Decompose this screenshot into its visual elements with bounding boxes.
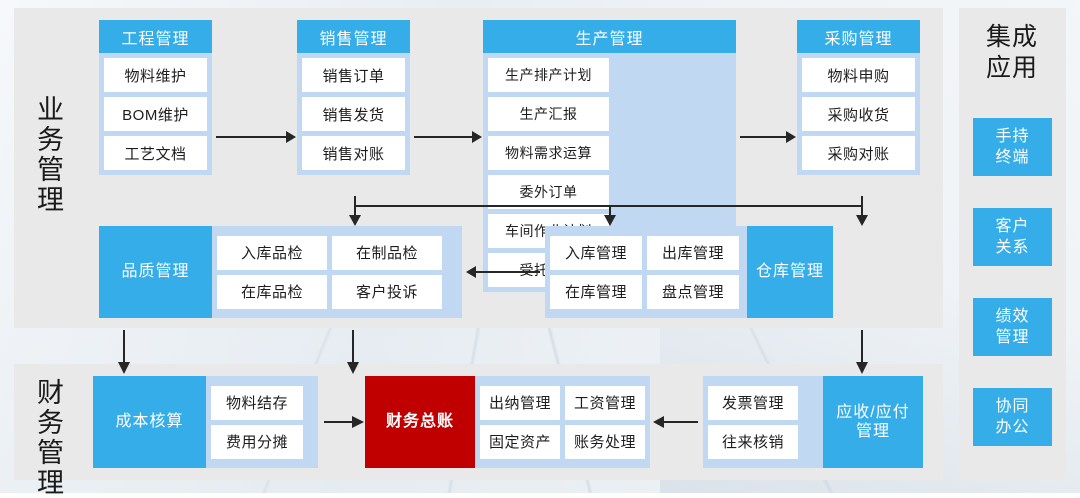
cell-production-report[interactable]: 生产汇报	[488, 97, 609, 131]
cell-inbound-management[interactable]: 入库管理	[550, 235, 642, 270]
arrow-receivable-to-general-ledger	[653, 416, 698, 428]
arrow-mid-to-general-ledger	[347, 330, 359, 374]
cell-production-schedule-plan[interactable]: 生产排产计划	[488, 58, 609, 92]
cell-customer-complaint[interactable]: 客户投诉	[332, 274, 442, 309]
cell-process-document[interactable]: 工艺文档	[104, 136, 207, 170]
module-sales-management[interactable]: 销售管理 销售订单 销售发货 销售对账	[297, 20, 410, 175]
module-label-cost-accounting: 成本核算	[93, 376, 206, 468]
cell-wip-inspection[interactable]: 在制品检	[332, 235, 442, 270]
module-quality-management[interactable]: 品质管理 入库品检 在制品检 在库品检 客户投诉	[99, 226, 462, 318]
module-body-sales: 销售订单 销售发货 销售对账	[297, 53, 410, 175]
cell-invoice-management[interactable]: 发票管理	[708, 385, 798, 420]
cell-outbound-management[interactable]: 出库管理	[647, 235, 739, 270]
cell-accounting-processing[interactable]: 账务处理	[565, 424, 645, 459]
module-general-ledger[interactable]: 财务总账 出纳管理 工资管理 固定资产 账务处理	[365, 376, 650, 468]
cell-payroll-management[interactable]: 工资管理	[565, 385, 645, 420]
cell-cashier-management[interactable]: 出纳管理	[480, 385, 560, 420]
module-cost-accounting[interactable]: 成本核算 物料结存 费用分摊	[93, 376, 318, 468]
module-engineering-management[interactable]: 工程管理 物料维护 BOM维护 工艺文档	[99, 20, 212, 175]
module-body-purchase: 物料申购 采购收货 采购对账	[797, 53, 920, 175]
cell-material-requisition[interactable]: 物料申购	[802, 58, 915, 92]
arrow-cost-to-general-ledger	[324, 416, 364, 428]
cell-fixed-assets[interactable]: 固定资产	[480, 424, 560, 459]
chip-collaborative-office[interactable]: 协同办公	[973, 388, 1052, 446]
module-body-receivable-payable: 发票管理 往来核销	[703, 376, 823, 468]
cell-settlement-writeoff[interactable]: 往来核销	[708, 424, 798, 459]
cell-inbound-inspection[interactable]: 入库品检	[217, 235, 327, 270]
module-warehouse-management[interactable]: 入库管理 出库管理 在库管理 盘点管理 仓库管理	[545, 226, 833, 318]
arrow-quality-to-cost	[118, 330, 130, 374]
cell-material-maintenance[interactable]: 物料维护	[104, 58, 207, 92]
arrow-warehouse-to-receivable-payable	[856, 330, 868, 374]
arrow-bus-top-to-mid	[349, 196, 868, 226]
module-receivable-payable[interactable]: 发票管理 往来核销 应收/应付管理	[703, 376, 923, 468]
cell-instock-management[interactable]: 在库管理	[550, 274, 642, 309]
cell-stock-inspection[interactable]: 在库品检	[217, 274, 327, 309]
cell-mrp-calculation[interactable]: 物料需求运算	[488, 136, 609, 170]
panel-title-business: 业务管理	[37, 95, 65, 215]
panel-title-integrated: 集成应用	[985, 23, 1038, 82]
chip-customer-relationship[interactable]: 客户关系	[973, 208, 1052, 266]
arrow-engineering-to-sales	[216, 131, 296, 143]
module-body-quality: 入库品检 在制品检 在库品检 客户投诉	[212, 226, 462, 318]
cell-bom-maintenance[interactable]: BOM维护	[104, 97, 207, 131]
cell-stocktaking-management[interactable]: 盘点管理	[647, 274, 739, 309]
module-label-warehouse: 仓库管理	[747, 226, 833, 318]
module-body-general-ledger: 出纳管理 工资管理 固定资产 账务处理	[475, 376, 650, 468]
cell-sales-order[interactable]: 销售订单	[302, 58, 405, 92]
cell-outsourcing-order[interactable]: 委外订单	[488, 175, 609, 209]
arrow-production-to-purchase	[740, 131, 796, 143]
module-body-warehouse: 入库管理 出库管理 在库管理 盘点管理	[545, 226, 747, 318]
module-purchase-management[interactable]: 采购管理 物料申购 采购收货 采购对账	[797, 20, 920, 175]
cell-sales-delivery[interactable]: 销售发货	[302, 97, 405, 131]
cell-purchase-reconciliation[interactable]: 采购对账	[802, 136, 915, 170]
arrow-warehouse-to-quality	[466, 266, 540, 278]
chip-performance-management[interactable]: 绩效管理	[973, 298, 1052, 356]
cell-purchase-receipt[interactable]: 采购收货	[802, 97, 915, 131]
module-header-sales: 销售管理	[297, 20, 410, 53]
module-body-cost-accounting: 物料结存 费用分摊	[206, 376, 318, 468]
module-label-quality: 品质管理	[99, 226, 212, 318]
module-label-receivable-payable: 应收/应付管理	[823, 376, 923, 468]
module-header-engineering: 工程管理	[99, 20, 212, 53]
module-label-general-ledger: 财务总账	[365, 376, 475, 468]
cell-sales-reconciliation[interactable]: 销售对账	[302, 136, 405, 170]
chip-handheld-terminal[interactable]: 手持终端	[973, 118, 1052, 176]
module-body-engineering: 物料维护 BOM维护 工艺文档	[99, 53, 212, 175]
module-header-purchase: 采购管理	[797, 20, 920, 53]
arrow-sales-to-production	[414, 131, 482, 143]
cell-expense-allocation[interactable]: 费用分摊	[211, 424, 303, 459]
cell-material-balance[interactable]: 物料结存	[211, 385, 303, 420]
module-header-production: 生产管理	[483, 20, 736, 53]
